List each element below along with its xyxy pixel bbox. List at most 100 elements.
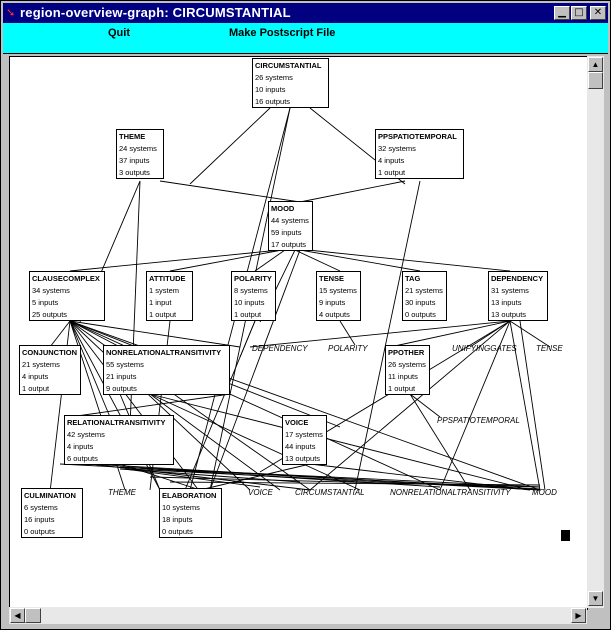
node-systems: 1 system [149, 286, 180, 295]
node-inputs: 1 input [149, 298, 172, 307]
graph-node[interactable]: RELATIONALTRANSITIVITY 42 systems 4 inpu… [64, 415, 174, 465]
minimize-button[interactable]: ▁ [554, 6, 570, 20]
arrow-left-icon: ◀ [14, 611, 21, 620]
leaf-label[interactable]: PPSPATIOTEMPORAL [437, 416, 520, 425]
graph-node[interactable]: MOOD 44 systems 59 inputs 17 outputs [268, 201, 313, 251]
node-outputs: 9 outputs [106, 384, 137, 393]
graph-node[interactable]: CIRCUMSTANTIAL 26 systems 10 inputs 16 o… [252, 58, 329, 108]
graph-canvas[interactable]: CIRCUMSTANTIAL 26 systems 10 inputs 16 o… [9, 56, 588, 610]
close-icon: ✕ [593, 7, 603, 18]
node-systems: 42 systems [67, 430, 105, 439]
node-outputs: 0 outputs [405, 310, 436, 319]
graph-node[interactable]: POLARITY 8 systems 10 inputs 1 output [231, 271, 276, 321]
cursor-marker [561, 530, 570, 541]
node-title: TENSE [319, 274, 345, 283]
make-postscript-menu-item[interactable]: Make Postscript File [229, 27, 336, 39]
close-button[interactable]: ✕ [590, 6, 606, 20]
node-inputs: 37 inputs [119, 156, 150, 165]
graph-node[interactable]: VOICE 17 systems 44 inputs 13 outputs [282, 415, 327, 465]
graph-node[interactable]: CLAUSECOMPLEX 34 systems 5 inputs 25 out… [29, 271, 105, 321]
leaf-label[interactable]: TENSE [536, 344, 563, 353]
horizontal-scrollbar[interactable]: ◀ ▶ [9, 607, 587, 624]
vertical-scrollbar[interactable]: ▲ ▼ [587, 56, 604, 608]
quit-menu-item[interactable]: Quit [108, 27, 130, 39]
node-inputs: 21 inputs [106, 372, 137, 381]
node-systems: 21 systems [22, 360, 60, 369]
scroll-right-button[interactable]: ▶ [571, 608, 586, 623]
graph-node[interactable]: PPSPATIOTEMPORAL 32 systems 4 inputs 1 o… [375, 129, 464, 179]
maximize-icon: □ [574, 7, 584, 18]
node-title: CIRCUMSTANTIAL [255, 61, 322, 70]
leaf-label[interactable]: VOICE [248, 488, 273, 497]
arrow-right-icon: ▶ [575, 611, 582, 620]
node-systems: 8 systems [234, 286, 268, 295]
node-outputs: 0 outputs [24, 527, 55, 536]
node-inputs: 13 inputs [491, 298, 522, 307]
scroll-down-button[interactable]: ▼ [588, 591, 603, 606]
graph-node[interactable]: TENSE 15 systems 9 inputs 4 outputs [316, 271, 361, 321]
leaf-label[interactable]: NONRELATIONALTRANSITIVITY [390, 488, 511, 497]
node-title: CLAUSECOMPLEX [32, 274, 100, 283]
graph-node[interactable]: ELABORATION 10 systems 18 inputs 0 outpu… [159, 488, 222, 538]
node-outputs: 0 outputs [162, 527, 193, 536]
leaf-label[interactable]: CIRCUMSTANTIAL [295, 488, 365, 497]
node-outputs: 16 outputs [255, 97, 291, 106]
horizontal-scroll-thumb[interactable] [25, 608, 41, 623]
title-bar[interactable]: ➘ region-overview-graph: CIRCUMSTANTIAL … [3, 3, 608, 23]
node-systems: 32 systems [378, 144, 416, 153]
node-outputs: 6 outputs [67, 454, 98, 463]
node-systems: 34 systems [32, 286, 70, 295]
graph-node[interactable]: DEPENDENCY 31 systems 13 inputs 13 outpu… [488, 271, 548, 321]
vertical-scroll-thumb[interactable] [588, 72, 603, 89]
node-outputs: 3 outputs [119, 168, 150, 177]
node-title: ELABORATION [162, 491, 217, 500]
maximize-button[interactable]: □ [571, 6, 587, 20]
node-systems: 10 systems [162, 503, 200, 512]
node-outputs: 1 output [22, 384, 50, 393]
leaf-label[interactable]: UNIFYINGGATES [452, 344, 517, 353]
graph-node[interactable]: PPOTHER 26 systems 11 inputs 1 output [385, 345, 430, 395]
window-title: region-overview-graph: CIRCUMSTANTIAL [20, 5, 291, 20]
leaf-label[interactable]: THEME [108, 488, 136, 497]
node-inputs: 4 inputs [22, 372, 49, 381]
node-inputs: 10 inputs [255, 85, 286, 94]
node-systems: 17 systems [285, 430, 323, 439]
graph-node[interactable]: CONJUNCTION 21 systems 4 inputs 1 output [19, 345, 81, 395]
node-title: PPSPATIOTEMPORAL [378, 132, 457, 141]
graph-node[interactable]: NONRELATIONALTRANSITIVITY 55 systems 21 … [103, 345, 230, 395]
node-systems: 6 systems [24, 503, 58, 512]
node-title: NONRELATIONALTRANSITIVITY [106, 348, 222, 357]
minimize-icon: ▁ [558, 7, 566, 18]
node-inputs: 18 inputs [162, 515, 193, 524]
graph-node[interactable]: THEME 24 systems 37 inputs 3 outputs [116, 129, 164, 179]
node-title: RELATIONALTRANSITIVITY [67, 418, 166, 427]
node-systems: 55 systems [106, 360, 144, 369]
arrow-down-icon: ▼ [591, 594, 600, 603]
scroll-left-button[interactable]: ◀ [10, 608, 25, 623]
node-systems: 26 systems [388, 360, 426, 369]
app-icon[interactable]: ➘ [6, 6, 16, 19]
node-systems: 26 systems [255, 73, 293, 82]
node-outputs: 1 output [234, 310, 262, 319]
node-systems: 24 systems [119, 144, 157, 153]
node-outputs: 1 output [149, 310, 177, 319]
graph-node[interactable]: ATTITUDE 1 system 1 input 1 output [146, 271, 193, 321]
node-inputs: 16 inputs [24, 515, 55, 524]
node-inputs: 5 inputs [32, 298, 59, 307]
node-systems: 31 systems [491, 286, 529, 295]
leaf-label[interactable]: MOOD [532, 488, 557, 497]
node-title: THEME [119, 132, 146, 141]
leaf-label[interactable]: POLARITY [328, 344, 368, 353]
graph-node[interactable]: TAG 21 systems 30 inputs 0 outputs [402, 271, 447, 321]
scroll-up-button[interactable]: ▲ [588, 57, 603, 72]
graph-node[interactable]: CULMINATION 6 systems 16 inputs 0 output… [21, 488, 83, 538]
node-title: TAG [405, 274, 421, 283]
node-inputs: 4 inputs [378, 156, 405, 165]
node-title: DEPENDENCY [491, 274, 544, 283]
node-inputs: 44 inputs [285, 442, 316, 451]
node-outputs: 13 outputs [491, 310, 527, 319]
node-title: MOOD [271, 204, 295, 213]
node-inputs: 9 inputs [319, 298, 346, 307]
leaf-label[interactable]: DEPENDENCY [252, 344, 308, 353]
